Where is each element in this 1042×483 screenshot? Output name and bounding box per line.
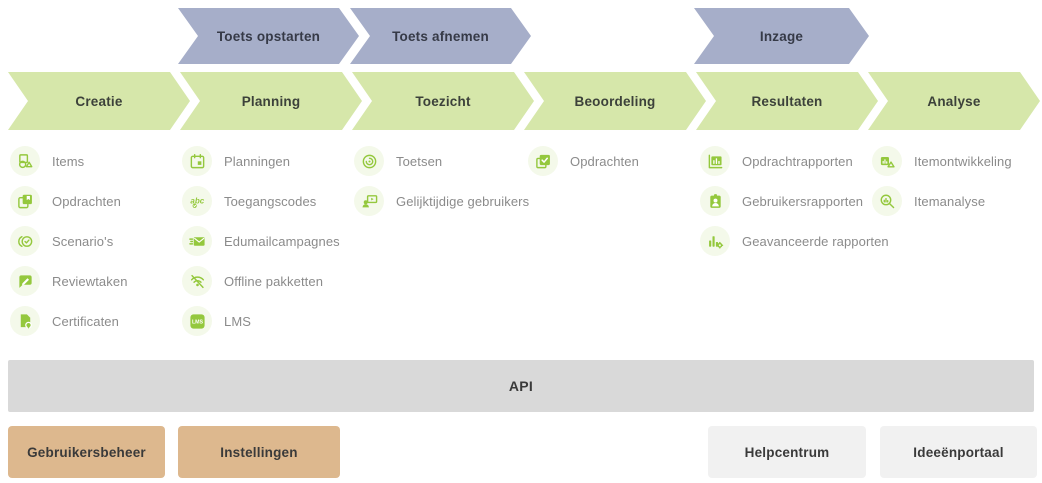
target-icon	[354, 146, 384, 176]
list-item-gebruikersrapporten[interactable]: Gebruikersrapporten	[700, 186, 872, 216]
list-item-edumailcampagnes[interactable]: Edumailcampagnes	[182, 226, 354, 256]
list-item-opdrachtrapporten[interactable]: Opdrachtrapporten	[700, 146, 872, 176]
phase-beoordeling[interactable]: Beoordeling	[524, 72, 706, 130]
items-icon	[10, 146, 40, 176]
list-item-items[interactable]: Items	[10, 146, 182, 176]
list-item-label: Gebruikersrapporten	[742, 193, 864, 209]
list-item-label: Opdrachten	[52, 193, 121, 209]
phase-resultaten[interactable]: Resultaten	[696, 72, 878, 130]
magnifier-chart-icon	[872, 186, 902, 216]
list-item-itemontwikkeling[interactable]: Itemontwikkeling	[872, 146, 1042, 176]
review-bubble-pen-icon	[10, 266, 40, 296]
phase-creatie[interactable]: Creatie	[8, 72, 190, 130]
list-item-label: Opdrachtrapporten	[742, 153, 853, 169]
column-resultaten: Opdrachtrapporten Gebruikersrapporten Ge…	[700, 146, 889, 266]
opdrachten-copy-icon	[10, 186, 40, 216]
check-square-icon	[528, 146, 558, 176]
list-item-opdrachten-beoordeling[interactable]: Opdrachten	[528, 146, 700, 176]
gebruikersbeheer-button[interactable]: Gebruikersbeheer	[8, 426, 165, 478]
mail-send-icon	[182, 226, 212, 256]
lms-icon: LMS	[182, 306, 212, 336]
list-item-label: Edumailcampagnes	[224, 233, 340, 249]
phase-planning[interactable]: Planning	[180, 72, 362, 130]
list-item-label: Certificaten	[52, 313, 119, 329]
list-item-geavanceerde-rapporten[interactable]: Geavanceerde rapporten	[700, 226, 889, 256]
list-item-label: Planningen	[224, 153, 291, 169]
list-item-planningen[interactable]: Planningen	[182, 146, 354, 176]
list-item-label: Toegangscodes	[224, 193, 317, 209]
helpcentrum-button[interactable]: Helpcentrum	[708, 426, 866, 478]
phase-label: Analyse	[927, 93, 981, 109]
list-item-label: Items	[52, 153, 85, 169]
button-label: Gebruikersbeheer	[27, 444, 146, 460]
list-item-reviewtaken[interactable]: Reviewtaken	[10, 266, 182, 296]
list-item-label: Toetsen	[396, 153, 443, 169]
calendar-icon	[182, 146, 212, 176]
chart-gear-icon	[700, 226, 730, 256]
ideeenportaal-button[interactable]: Ideeënportaal	[880, 426, 1037, 478]
user-badge-icon	[700, 186, 730, 216]
list-item-label: Opdrachten	[570, 153, 639, 169]
svg-text:abc: abc	[190, 196, 204, 205]
button-label: Helpcentrum	[744, 444, 830, 460]
phase-label: Toezicht	[415, 93, 471, 109]
instellingen-button[interactable]: Instellingen	[178, 426, 340, 478]
phase-label: Beoordeling	[574, 93, 656, 109]
button-label: Instellingen	[220, 444, 298, 460]
top-phase-inzage[interactable]: Inzage	[694, 8, 869, 64]
phase-label: Planning	[241, 93, 301, 109]
api-bar-label: API	[508, 378, 534, 394]
phase-toezicht[interactable]: Toezicht	[352, 72, 534, 130]
list-item-scenarios[interactable]: Scenario's	[10, 226, 182, 256]
phase-analyse[interactable]: Analyse	[868, 72, 1040, 130]
column-beoordeling: Opdrachten	[528, 146, 700, 186]
top-phase-toets-afnemen[interactable]: Toets afnemen	[350, 8, 531, 64]
list-item-itemanalyse[interactable]: Itemanalyse	[872, 186, 1042, 216]
list-item-lms[interactable]: LMS LMS	[182, 306, 354, 336]
phase-label: Creatie	[75, 93, 123, 109]
top-phase-toets-opstarten[interactable]: Toets opstarten	[178, 8, 359, 64]
scenarios-circles-icon	[10, 226, 40, 256]
list-item-gelijktijdige-gebruikers[interactable]: Gelijktijdige gebruikers	[354, 186, 530, 216]
list-item-label: Itemontwikkeling	[914, 153, 1012, 169]
phase-label: Resultaten	[751, 93, 823, 109]
chart-report-icon	[700, 146, 730, 176]
list-item-label: Reviewtaken	[52, 273, 128, 289]
column-planning: Planningen abc Toegangscodes Edumailcamp…	[182, 146, 354, 346]
list-item-toegangscodes[interactable]: abc Toegangscodes	[182, 186, 354, 216]
column-analyse: Itemontwikkeling Itemanalyse	[872, 146, 1042, 226]
list-item-toetsen[interactable]: Toetsen	[354, 146, 526, 176]
top-phase-label: Toets opstarten	[216, 28, 321, 44]
list-item-certificaten[interactable]: Certificaten	[10, 306, 182, 336]
column-creatie: Items Opdrachten Scenario's Reviewtaken …	[10, 146, 182, 346]
list-item-label: Offline pakketten	[224, 273, 324, 289]
list-item-label: Geavanceerde rapporten	[742, 233, 889, 249]
shapes-chart-icon	[872, 146, 902, 176]
top-phase-label: Toets afnemen	[392, 28, 489, 44]
top-phase-label: Inzage	[759, 28, 804, 44]
user-monitor-icon	[354, 186, 384, 216]
api-bar[interactable]: API	[8, 360, 1034, 412]
list-item-label: Scenario's	[52, 233, 114, 249]
list-item-label: Gelijktijdige gebruikers	[396, 193, 530, 209]
list-item-label: Itemanalyse	[914, 193, 986, 209]
certificate-document-icon	[10, 306, 40, 336]
list-item-label: LMS	[224, 313, 252, 329]
column-toezicht: Toetsen Gelijktijdige gebruikers	[354, 146, 530, 226]
list-item-opdrachten[interactable]: Opdrachten	[10, 186, 182, 216]
abc-check-icon: abc	[182, 186, 212, 216]
button-label: Ideeënportaal	[913, 444, 1004, 460]
svg-text:LMS: LMS	[191, 319, 203, 325]
wifi-off-icon	[182, 266, 212, 296]
list-item-offline-pakketten[interactable]: Offline pakketten	[182, 266, 354, 296]
